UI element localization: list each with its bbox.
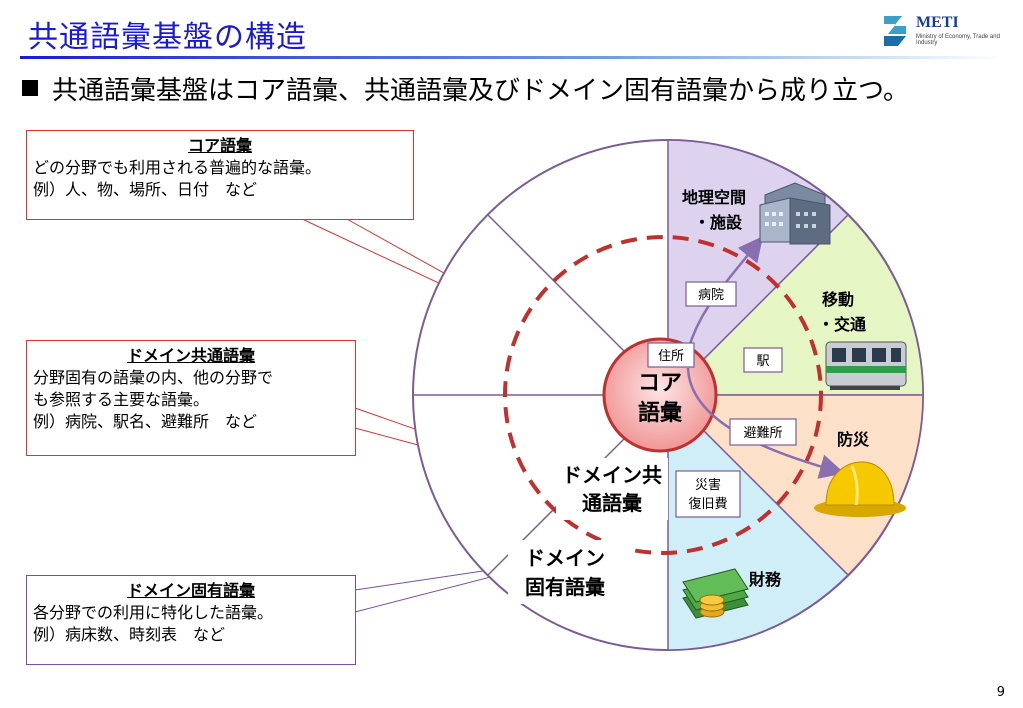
domain-common-vocabulary-box: ドメイン共通語彙 分野固有の語彙の内、他の分野で も参照する主要な語彙。 例）病… — [26, 340, 356, 456]
building-icon — [759, 182, 831, 245]
tag-recovery: 災害 復旧費 — [675, 470, 741, 518]
money-icon — [682, 568, 749, 619]
domain-disaster-label: 防災 — [837, 430, 870, 449]
domain-transport-label-2: ・交通 — [818, 315, 866, 334]
outer-label-2: 固有語彙 — [525, 575, 606, 599]
core-vocabulary-box: コア語彙 どの分野でも利用される普遍的な語彙。 例）人、物、場所、日付 など — [26, 130, 414, 220]
domain-finance-label: 財務 — [749, 570, 782, 589]
domain-specific-vocabulary-box: ドメイン固有語彙 各分野での利用に特化した語彙。 例）病床数、時刻表 など — [26, 575, 356, 665]
outer-label-backdrop — [508, 540, 626, 604]
page-number: 9 — [996, 685, 1005, 700]
title-underline — [20, 56, 1005, 59]
core-label-1: コア — [638, 371, 682, 396]
ring-label-backdrop — [556, 458, 668, 520]
tag-hospital: 病院 — [685, 281, 737, 307]
outer-label-1: ドメイン — [525, 546, 605, 570]
helmet-icon — [814, 461, 906, 517]
ring-label-1: ドメイン共 — [562, 463, 662, 487]
domain-common-box-line-2: も参照する主要な語彙。 — [33, 390, 210, 409]
ring-label-2: 通語彙 — [582, 491, 643, 515]
core-label-2: 語彙 — [638, 400, 683, 426]
domain-common-box-line-1: 分野固有の語彙の内、他の分野で — [33, 368, 274, 387]
tag-hospital-text: 病院 — [698, 288, 724, 303]
domain-geo-label-1: 地理空間 — [682, 188, 746, 207]
tag-station-text: 駅 — [756, 354, 769, 369]
tag-shelter-text: 避難所 — [743, 426, 782, 441]
domain-geo-label-2: ・施設 — [694, 213, 743, 232]
meti-logo-icon — [884, 16, 906, 46]
domain-transport-label-1: 移動 — [822, 290, 854, 309]
bullet-square-icon — [22, 80, 38, 96]
tag-shelter: 避難所 — [729, 418, 797, 446]
tag-recovery-text-1: 災害 — [695, 477, 721, 493]
summary-bullet: 共通語彙基盤はコア語彙、共通語彙及びドメイン固有語彙から成り立つ。 — [22, 70, 909, 107]
page-title: 共通語彙基盤の構造 — [28, 20, 307, 55]
domain-common-box-line-3: 例）病院、駅名、避難所 など — [33, 412, 258, 431]
domain-common-box-heading: ドメイン共通語彙 — [126, 346, 255, 365]
summary-text: 共通語彙基盤はコア語彙、共通語彙及びドメイン固有語彙から成り立つ。 — [52, 76, 909, 106]
tag-station: 駅 — [743, 347, 783, 373]
callout-line-specific-b — [354, 571, 511, 613]
domain-specific-box-heading: ドメイン固有語彙 — [126, 581, 255, 600]
tag-address-text: 住所 — [658, 349, 684, 364]
logo-text: METI — [916, 14, 959, 31]
core-box-heading: コア語彙 — [187, 136, 252, 155]
tag-recovery-text-2: 復旧費 — [688, 496, 727, 512]
tag-address: 住所 — [647, 342, 695, 368]
domain-specific-box-line-2: 例）病床数、時刻表 など — [33, 625, 226, 644]
domain-common-ring — [503, 235, 823, 555]
logo-subtext: Ministry of Economy, Trade and Industry — [916, 34, 1000, 46]
core-box-line-1: どの分野でも利用される普遍的な語彙。 — [33, 158, 322, 177]
train-icon — [825, 341, 907, 390]
domain-specific-box-line-1: 各分野での利用に特化した語彙。 — [33, 603, 274, 622]
meti-logo: METI Ministry of Economy, Trade and Indu… — [880, 12, 1005, 52]
core-box-line-2: 例）人、物、場所、日付 など — [33, 180, 258, 199]
